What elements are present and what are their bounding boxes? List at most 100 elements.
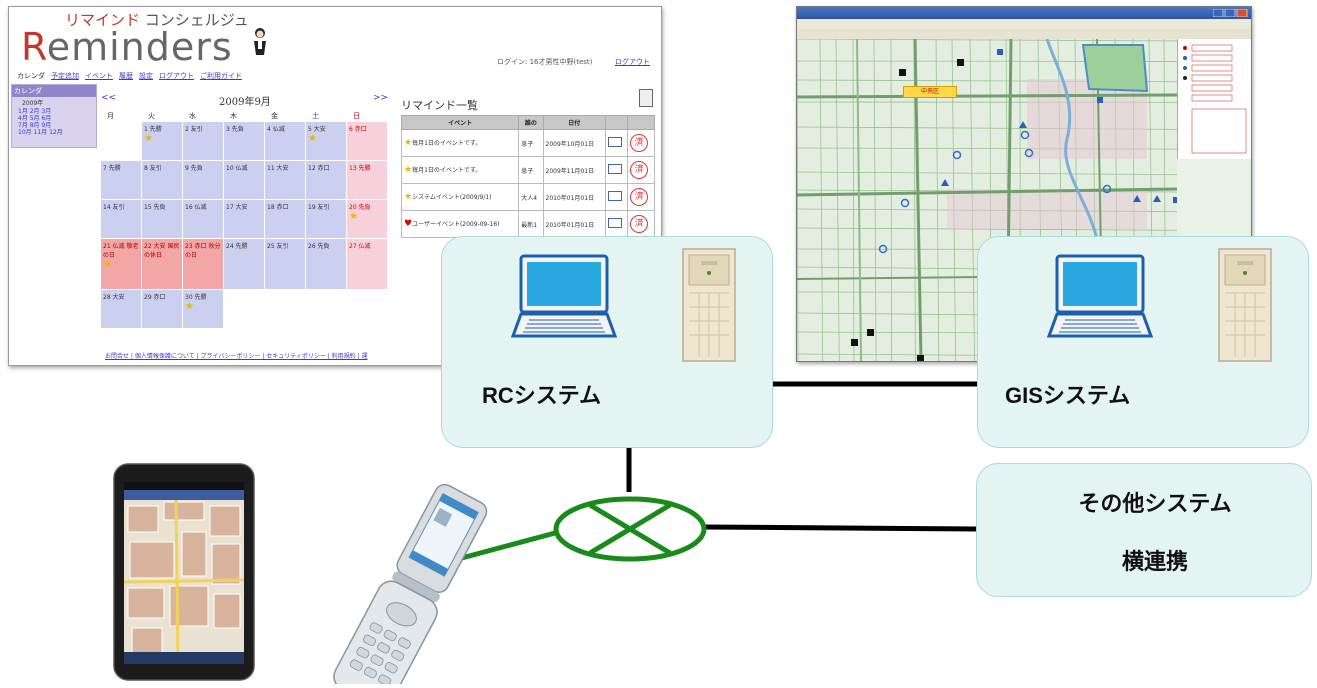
calendar-day-label: 29 赤口 (144, 294, 166, 301)
calendar-day-cell[interactable]: 26 先負 (306, 239, 346, 289)
calendar-day-cell[interactable]: 5 大安★ (306, 122, 346, 160)
reminders-kana-title: リマインド コンシェルジュ (65, 11, 249, 29)
map-marker (917, 355, 924, 361)
router-other-link (703, 524, 978, 532)
event-date: 2010年01月01日 (542, 183, 606, 211)
star-icon: ★ (404, 138, 413, 148)
mini-calendar-months[interactable]: 1月 2月 3月 (18, 108, 52, 115)
nav-item[interactable]: ログアウト (159, 72, 194, 80)
event-name: システムイベント(2009/9/1) (412, 194, 492, 201)
nav-item[interactable]: 履歴 (119, 72, 133, 80)
calendar-day-cell[interactable]: 24 先勝 (224, 239, 264, 289)
calendar-next-button[interactable]: >> (373, 93, 389, 103)
map-marker (867, 329, 874, 336)
mail-icon[interactable] (607, 191, 622, 201)
calendar-day-cell[interactable]: 14 友引 (101, 200, 141, 238)
calendar-day-label: 18 赤口 (267, 204, 289, 211)
calendar-day-cell[interactable]: 25 友引 (265, 239, 305, 289)
nav-item[interactable]: ご利用ガイド (200, 72, 242, 80)
calendar-day-cell[interactable]: 6 赤口 (347, 122, 387, 160)
weekday-header: 土 (312, 112, 319, 120)
calendar-day-cell[interactable]: 13 先勝 (347, 161, 387, 199)
mail-icon[interactable] (607, 164, 622, 174)
calendar-day-cell[interactable]: 22 大安 国民の休日 (142, 239, 182, 289)
calendar-day-cell[interactable]: 12 赤口 (306, 161, 346, 199)
logout-link[interactable]: ログアウト (615, 58, 650, 66)
calendar-day-cell[interactable]: 18 赤口 (265, 200, 305, 238)
calendar-day-label: 23 赤口 秋分の日 (185, 243, 221, 259)
calendar-day-cell[interactable]: 27 仏滅 (347, 239, 387, 289)
calendar-day-label: 10 仏滅 (226, 165, 248, 172)
gis-system-label: GISシステム (1005, 383, 1131, 408)
calendar-day-cell[interactable]: 29 赤口 (142, 290, 182, 328)
weekday-header: 金 (271, 112, 278, 120)
server-tower-icon (682, 248, 736, 362)
mail-icon[interactable] (607, 218, 622, 228)
footer-links[interactable]: お問合せ | 個人情報保護について | プライバシーポリシー | セキュリティポ… (105, 353, 368, 360)
calendar-day-label: 19 友引 (308, 204, 330, 211)
calendar-day-cell[interactable]: 20 先負★ (347, 200, 387, 238)
window-controls (1213, 9, 1248, 17)
window-titlebar (797, 7, 1251, 19)
calendar-day-cell[interactable]: 3 先負 (224, 122, 264, 160)
nav-item[interactable]: カレンダ (17, 72, 45, 80)
calendar-day-cell[interactable]: 28 大安 (101, 290, 141, 328)
calendar-prev-button[interactable]: << (101, 93, 117, 103)
calendar-day-cell[interactable]: 8 友引 (142, 161, 182, 199)
calendar-day-label: 5 大安 (308, 126, 326, 133)
done-stamp-button[interactable]: 済 (630, 161, 649, 179)
calendar-day-cell[interactable]: 4 仏滅 (265, 122, 305, 160)
done-stamp-button[interactable]: 済 (630, 215, 649, 233)
calendar-day-cell[interactable]: 17 大安 (224, 200, 264, 238)
mail-icon[interactable] (607, 137, 622, 147)
nav-item[interactable]: 予定追加 (51, 72, 79, 80)
login-status: ログイン: 16才男性中野(test) (497, 58, 593, 66)
calendar-day-label: 26 先負 (308, 243, 330, 250)
document-icon[interactable] (639, 89, 653, 107)
calendar-day-label: 20 先負 (349, 204, 371, 211)
calendar-day-cell[interactable]: 7 先勝 (101, 161, 141, 199)
event-name: ユーザーイベント(2009-09-16) (412, 221, 500, 228)
calendar-day-cell[interactable]: 11 大安 (265, 161, 305, 199)
calendar-day-label: 2 友引 (185, 126, 203, 133)
mini-calendar-year: 2009年 (22, 100, 44, 107)
mini-calendar-header: カレンダ (12, 85, 96, 97)
calendar-day-cell[interactable]: 30 先勝★ (183, 290, 223, 328)
calendar-day-label: 25 友引 (267, 243, 289, 250)
mini-calendar-months[interactable]: 10月 11月 12月 (18, 129, 63, 136)
calendar-day-cell[interactable]: 16 仏滅 (183, 200, 223, 238)
mini-calendar-months[interactable]: 7月 8月 9月 (18, 122, 52, 129)
calendar-day-cell[interactable]: 9 先負 (183, 161, 223, 199)
done-stamp-button[interactable]: 済 (630, 134, 649, 152)
nav-item[interactable]: イベント (85, 72, 113, 80)
weekday-header: 木 (230, 112, 237, 120)
calendar-day-cell[interactable]: 23 赤口 秋分の日 (183, 239, 223, 289)
map-marker (899, 69, 906, 76)
star-icon: ★ (404, 192, 413, 202)
calendar-day-cell[interactable]: 10 仏滅 (224, 161, 264, 199)
calendar-day-label: 14 友引 (103, 204, 125, 211)
calendar-day-label: 3 先負 (226, 126, 244, 133)
column-header: 誰の (518, 115, 544, 130)
rc-system-label: RCシステム (482, 383, 602, 408)
calendar-title: 2009年9月 (219, 97, 271, 108)
done-stamp-button[interactable]: 済 (630, 188, 649, 206)
calendar-day-cell[interactable]: 2 友引 (183, 122, 223, 160)
star-icon: ★ (103, 259, 112, 270)
calendar-day-cell[interactable]: 21 仏滅 敬老の日★ (101, 239, 141, 289)
nav-item[interactable]: 設定 (139, 72, 153, 80)
calendar-day-cell[interactable]: 19 友引 (306, 200, 346, 238)
mini-calendar-months[interactable]: 4月 5月 6月 (18, 115, 52, 122)
calendar-day-cell[interactable]: 1 先勝★ (142, 122, 182, 160)
calendar-day-label: 27 仏滅 (349, 243, 371, 250)
map-place-label: 中央区 (903, 86, 957, 98)
laptop-icon (1047, 254, 1153, 338)
calendar-day-cell[interactable]: 15 先負 (142, 200, 182, 238)
reminders-screenshot: リマインド コンシェルジュ Reminders ログイン: 16才男性中野(te… (8, 6, 662, 366)
